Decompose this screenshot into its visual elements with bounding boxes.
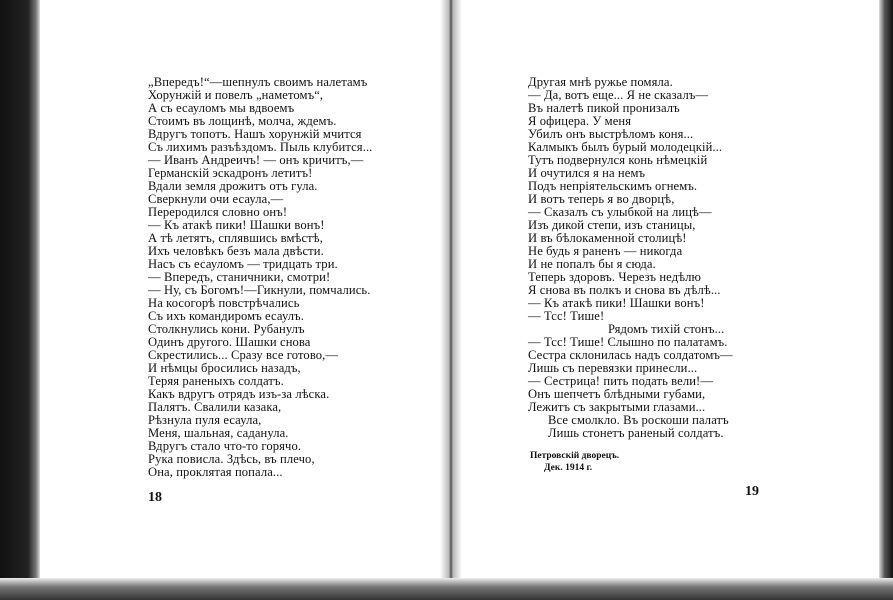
verse-line: Я снова въ полкъ и снова въ дѣлѣ...	[528, 283, 721, 297]
verse-line: — Сказалъ съ улыбкой на лицѣ—	[528, 205, 712, 219]
verse-line: Теряя раненыхъ солдатъ.	[148, 374, 284, 388]
verse-line: Переродился словно онъ!	[148, 205, 288, 219]
verse-line: Вдругъ топотъ. Нашъ хорунжій мчится	[148, 127, 362, 141]
verse-line: И нѣмцы бросились назадъ,	[148, 361, 301, 375]
verse-line: На косогорѣ повстрѣчались	[148, 296, 300, 310]
verse-line: Вдругъ стало что-то горячо.	[148, 439, 302, 453]
verse-line: Столкнулись кони. Рубанулъ	[148, 322, 305, 336]
verse-line: Сестра склонилась надъ солдатомъ—	[528, 348, 733, 362]
verse-line: И въ бѣлокаменной столицѣ!	[528, 231, 687, 245]
verse-line: — Сестрица! пить подать вели!—	[528, 374, 714, 388]
verse-line: Съ лихимъ разъѣздомъ. Пыль клубится...	[148, 140, 373, 154]
verse-line: Калмыкъ былъ бурый молодецкій...	[528, 140, 723, 154]
verse-line: Все смолкло. Въ роскоши палатъ	[548, 413, 729, 427]
signature-place: Петровскій дворецъ.	[530, 451, 620, 461]
verse-line: — Къ атакѣ пики! Шашки вонъ!	[148, 218, 325, 232]
verse-line: Меня, шальная, саданула.	[148, 426, 289, 440]
verse-line: Стоимъ въ лощинѣ, молча, ждемъ.	[148, 114, 337, 128]
verse-line: Онъ шепчетъ блѣдными губами,	[528, 387, 706, 401]
verse-line: — Ну, съ Богомъ!—Гикнули, помчались.	[148, 283, 371, 297]
verse-line: И очутился я на немъ	[528, 166, 646, 180]
verse-line: И вотъ теперь я во дворцѣ,	[528, 192, 675, 206]
verse-line: Насъ съ есауломъ — тридцать три.	[148, 257, 338, 271]
verse-line: Рядомъ тихій стонъ...	[608, 322, 725, 336]
verse-line: Ихъ человѣкъ безъ мала двѣсти.	[148, 244, 324, 258]
verse-line: Она, проклятая попала...	[148, 465, 283, 479]
verse-line: Теперь здоровъ. Черезъ недѣлю	[528, 270, 702, 284]
signature-date: Дек. 1914 г.	[544, 463, 593, 473]
verse-line: Сверкнули очи есаула,—	[148, 192, 284, 206]
verse-line: — Впередъ, станичники, смотри!	[148, 270, 331, 284]
verse-line: Рука повисла. Здѣсь, въ плечо,	[148, 452, 315, 466]
verse-line: Съ ихъ командиромъ есаулъ.	[148, 309, 305, 323]
verse-line: Лишь стонетъ раненый солдатъ.	[548, 426, 724, 440]
verse-line: — Тсс! Тише!	[528, 309, 605, 323]
book-edge-right	[879, 0, 893, 600]
verse-line: — Да, вотъ еще... Я не сказалъ—	[528, 88, 709, 102]
verse-line: — Иванъ Андреичъ! — онъ кричитъ,—	[148, 153, 364, 167]
verse-line: — Тсс! Тише! Слышно по палатамъ.	[528, 335, 728, 349]
book-edge-bottom	[0, 578, 893, 600]
right-page-number: 19	[745, 484, 759, 499]
verse-line: И не попалъ бы я сюда.	[528, 257, 656, 271]
verse-line: Лежитъ съ закрытыми глазами...	[528, 400, 706, 414]
verse-line: Какъ вдругъ отрядъ изъ-за лѣска.	[148, 387, 330, 401]
verse-line: Въ налетѣ пикой пронизалъ	[528, 101, 680, 115]
verse-line: Не будь я раненъ — никогда	[528, 244, 683, 258]
verse-line: Хорунжій и повелъ „наметомъ“,	[148, 88, 324, 102]
verse-line: Вдали земля дрожитъ отъ гула.	[148, 179, 318, 193]
verse-line: Скрестились... Сразу все готово,—	[148, 348, 339, 362]
verse-line: Лишь съ перевязки принесли...	[528, 361, 698, 375]
verse-line: Рѣзнула пуля есаула,	[148, 413, 262, 427]
verse-line: Изъ дикой степи, изъ станицы,	[528, 218, 696, 232]
left-page-number: 18	[148, 490, 162, 505]
verse-line: Тутъ подвернулся конь нѣмецкій	[528, 153, 708, 167]
right-page-text: Другая мнѣ ружье помяла.— Да, вотъ еще..…	[528, 76, 733, 440]
book-edge-left	[0, 0, 40, 600]
verse-line: „Впередъ!“—шепнулъ своимъ налетамъ	[148, 75, 368, 89]
verse-line: А тѣ летятъ, сплявшись вмѣстѣ,	[148, 231, 323, 245]
verse-line: Палятъ. Свалили казака,	[148, 400, 282, 414]
book-gutter	[440, 0, 462, 580]
verse-line: А съ есауломъ мы вдвоемъ	[148, 101, 295, 115]
verse-line: Одинъ другого. Шашки снова	[148, 335, 311, 349]
verse-line: Подъ непріятельскимъ огнемъ.	[528, 179, 698, 193]
verse-line: Германскій эскадронъ летитъ!	[148, 166, 313, 180]
verse-line: Убилъ онъ выстрѣломъ коня...	[528, 127, 694, 141]
signature: Петровскій дворецъ. Дек. 1914 г.	[530, 450, 619, 474]
verse-line: Я офицера. У меня	[528, 114, 632, 128]
verse-line: — Къ атакѣ пики! Шашки вонъ!	[528, 296, 705, 310]
verse-line: Другая мнѣ ружье помяла.	[528, 75, 673, 89]
